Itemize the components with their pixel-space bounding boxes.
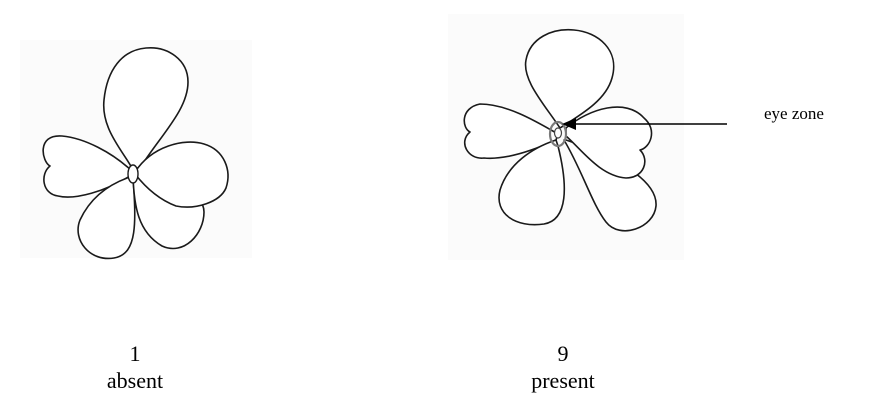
state-present-score: 9 [528, 342, 598, 366]
state-present-description: present [503, 369, 623, 393]
eye-zone-label: eye zone [764, 104, 824, 124]
state-absent-score: 1 [100, 342, 170, 366]
flower-present-center [555, 128, 562, 138]
state-absent-description: absent [75, 369, 195, 393]
flower-absent-center [128, 165, 138, 183]
